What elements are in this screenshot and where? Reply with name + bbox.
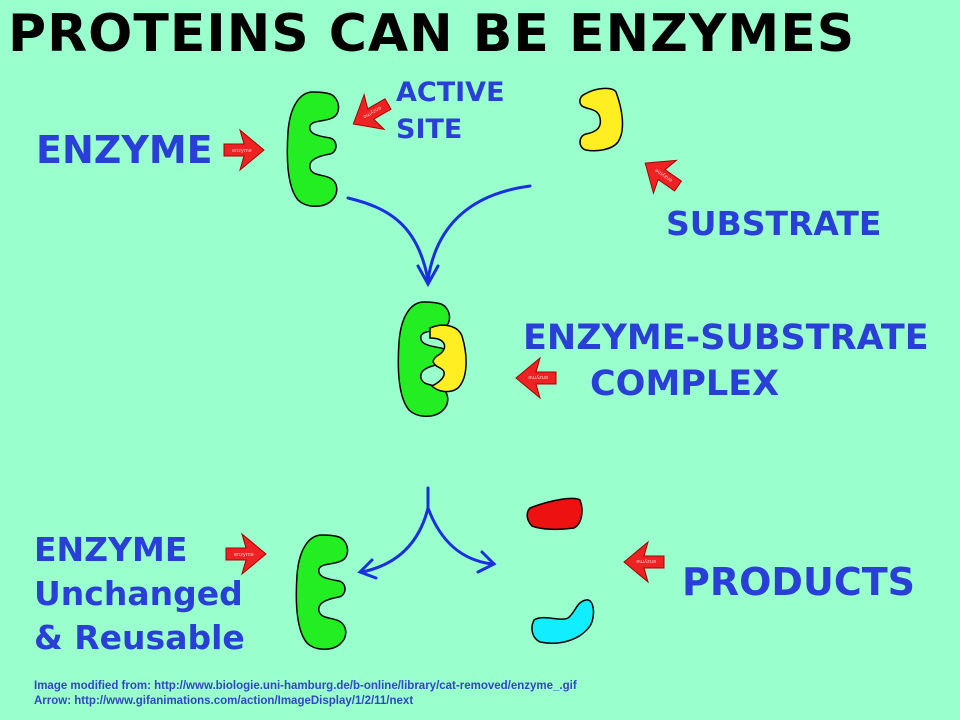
product-cyan-shape — [531, 599, 595, 644]
product-red-shape — [526, 497, 583, 531]
enzyme-label: ENZYME — [36, 128, 213, 172]
unchanged-label-line1: ENZYME — [34, 530, 188, 569]
unchanged-label-line3: & Reusable — [34, 618, 245, 657]
page-title: PROTEINS CAN BE ENZYMES — [8, 4, 856, 64]
converge-flow-arrow — [346, 184, 532, 288]
arrow-credit: Arrow: http://www.gifanimations.com/acti… — [34, 695, 414, 707]
unchanged-pointer-arrow — [225, 533, 267, 575]
active-site-pointer-arrow — [342, 86, 399, 142]
enzyme-shape-top — [286, 91, 340, 208]
complex-label-line1: ENZYME-SUBSTRATE — [523, 318, 929, 358]
active-site-label: ACTIVE SITE — [396, 74, 505, 148]
substrate-shape — [579, 87, 624, 152]
enzyme-unchanged-label: ENZYME Unchanged & Reusable — [34, 528, 245, 660]
image-credit: Image modified from: http://www.biologie… — [34, 680, 577, 692]
enzyme-pointer-arrow — [223, 129, 265, 171]
products-pointer-arrow — [623, 541, 665, 583]
substrate-shape-bound — [429, 324, 467, 393]
diverge-flow-arrow — [357, 486, 497, 580]
complex-pointer-arrow — [515, 357, 557, 399]
substrate-label: SUBSTRATE — [666, 204, 882, 243]
unchanged-label-line2: Unchanged — [34, 574, 243, 613]
products-label: PRODUCTS — [682, 560, 915, 604]
enzyme-shape-bottom — [295, 534, 349, 651]
complex-label-line2: COMPLEX — [590, 364, 780, 404]
active-site-label-line1: ACTIVE — [396, 77, 505, 108]
substrate-pointer-arrow — [633, 146, 690, 203]
active-site-label-line2: SITE — [396, 114, 463, 145]
